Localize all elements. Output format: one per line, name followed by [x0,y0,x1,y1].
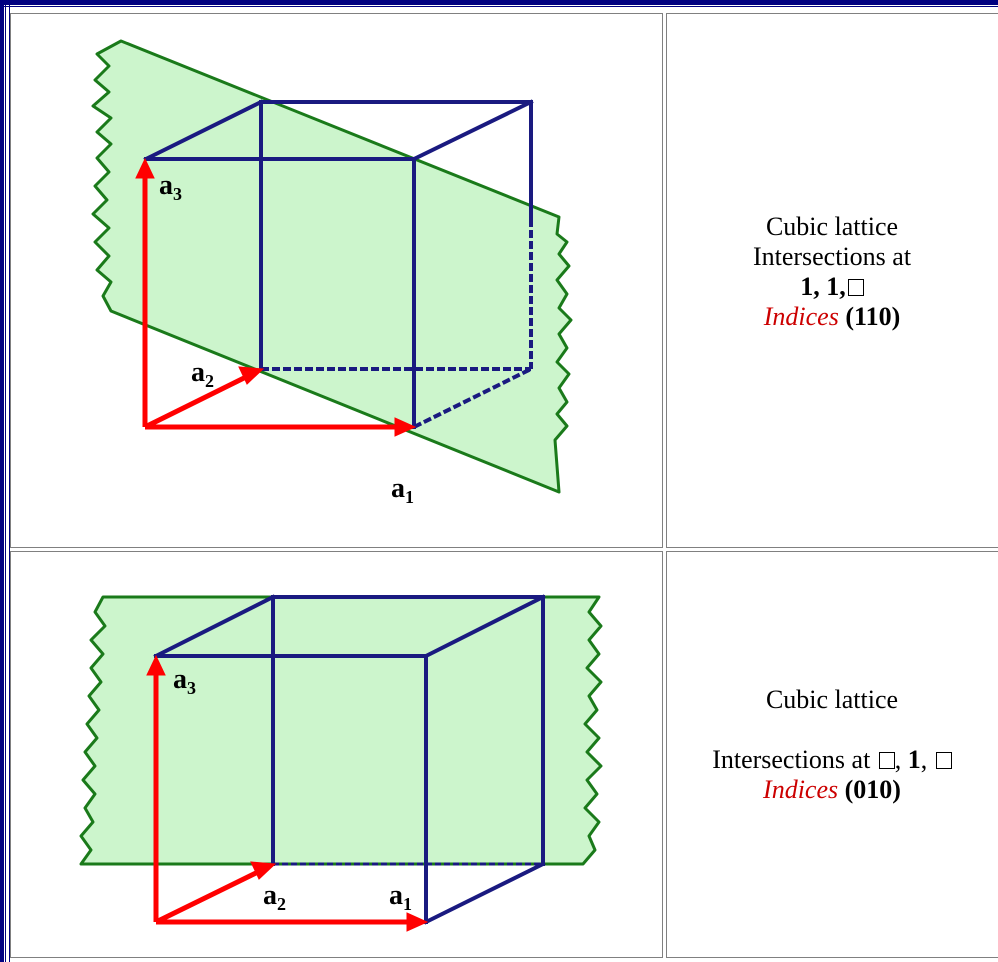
table-frame-left [0,0,4,962]
table-frame-left-line [5,0,6,962]
lattice-plane-110 [91,39,573,494]
lattice-plane-diagram-110: a3 a2 a1 [91,39,573,507]
vector-a2-label: a2 [191,357,214,391]
vector-a2-shaft [154,869,260,925]
caption-intersections-label: Intersections at [752,242,912,271]
cube-edge [153,594,276,659]
vector-a2-arrowhead [250,861,277,880]
vector-a1-label: a1 [389,880,412,914]
cube-edge [423,861,546,925]
vector-a1-label: a1 [391,473,414,507]
vector-a3-arrowhead [135,157,155,179]
vector-a3-label: a3 [173,664,196,698]
lattice-plane-diagram-010: a3 a2 a1 [79,594,603,932]
caption-title: Cubic lattice [765,685,899,714]
infinity-placeholder-box [878,752,895,769]
caption-cell-010: Cubic lattice Intersections at , 1, Indi… [666,551,998,958]
diagram-cell-010: a3 a2 a1 [10,551,663,958]
cube-edge [143,99,264,162]
cube-edge [411,99,534,162]
caption-intercepts: Intersections at , 1, [667,745,997,775]
caption-cell-110: Cubic lattice Intersections at 1, 1, Ind… [666,13,998,548]
caption-indices: Indices (010) [763,775,901,804]
vector-a2-label: a2 [263,880,286,914]
vector-a3-label: a3 [159,170,182,204]
caption-110: Cubic lattice Intersections at 1, 1, Ind… [667,212,997,332]
caption-010: Cubic lattice Intersections at , 1, Indi… [667,685,997,805]
vector-a2-arrowhead [238,366,265,385]
infinity-placeholder-box [935,752,952,769]
caption-intercepts: 1, 1, [667,272,997,302]
infinity-placeholder-box [847,279,864,296]
vector-a1-arrowhead [406,912,429,932]
table-frame-top-line [0,6,998,7]
lattice-plane-010 [79,595,603,866]
table-frame-left-line-2 [9,0,10,962]
vector-a1-arrowhead [394,417,417,437]
vector-a2-shaft [143,374,248,430]
cube-edge [423,594,546,659]
caption-indices: Indices (110) [763,302,901,331]
caption-title: Cubic lattice [765,212,899,241]
table-frame-top [0,0,998,5]
vector-a3-arrowhead [146,654,166,676]
diagram-cell-110: a3 a2 a1 [10,13,663,548]
